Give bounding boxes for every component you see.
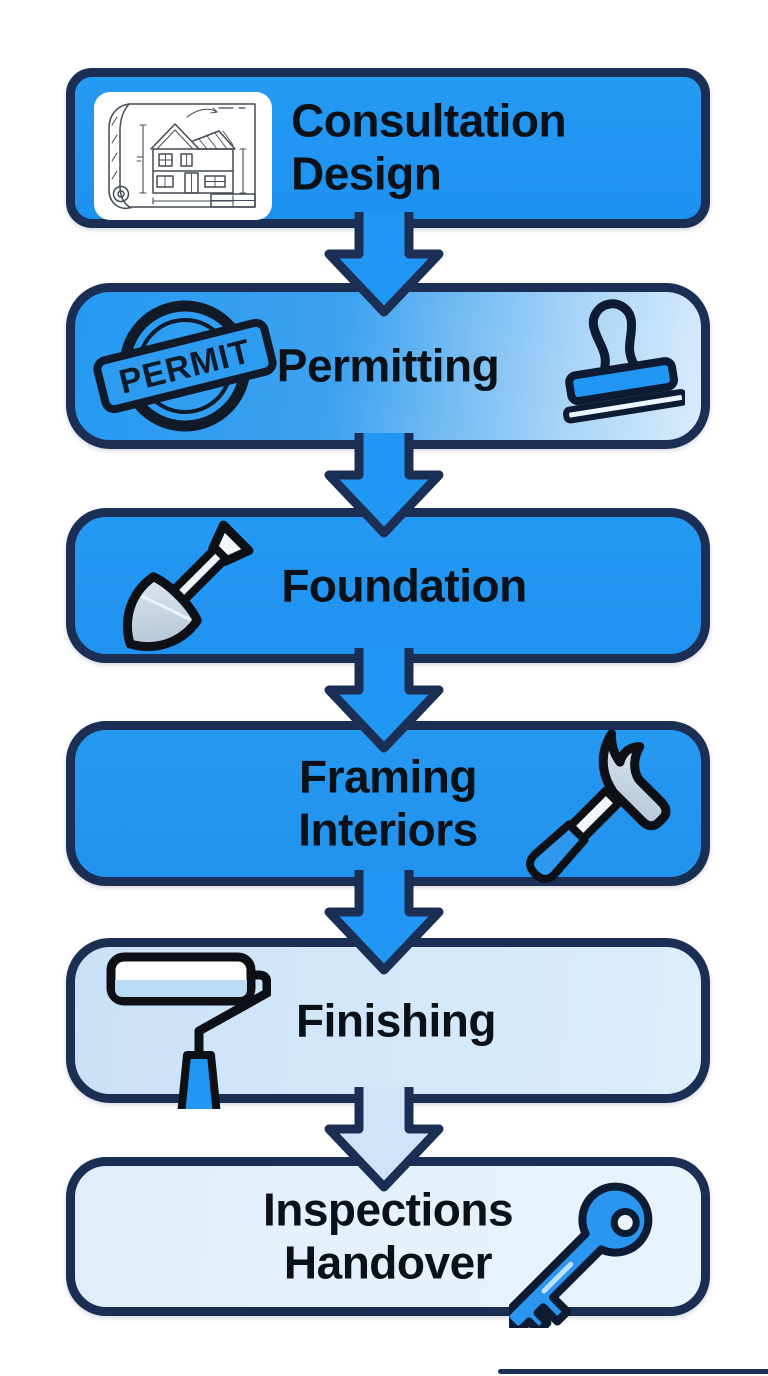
step-label: Inspections Handover [262,1183,514,1289]
step-label: Permitting [276,339,500,392]
blueprint-icon [94,92,272,220]
step-label: Consultation Design [291,94,567,200]
arrow-foundation-to-framing [324,648,444,753]
arrow-framing-to-finishing [324,870,444,975]
shovel-icon [123,520,254,651]
step-label: Finishing [296,993,496,1046]
rubber-stamp-icon [563,299,685,424]
paint-roller-icon [106,952,271,1109]
bottom-edge-line [498,1369,768,1374]
step-consultation-design: Consultation Design [66,68,710,228]
permit-stamp-icon: PERMIT [93,300,277,432]
step-label: Framing Interiors [298,750,478,856]
key-icon [509,1182,653,1328]
arrow-finishing-to-inspections [324,1087,444,1192]
hammer-icon [526,729,671,883]
arrow-permitting-to-foundation [324,433,444,538]
arrow-consultation-to-permitting [324,212,444,317]
step-label: Foundation [281,558,527,611]
